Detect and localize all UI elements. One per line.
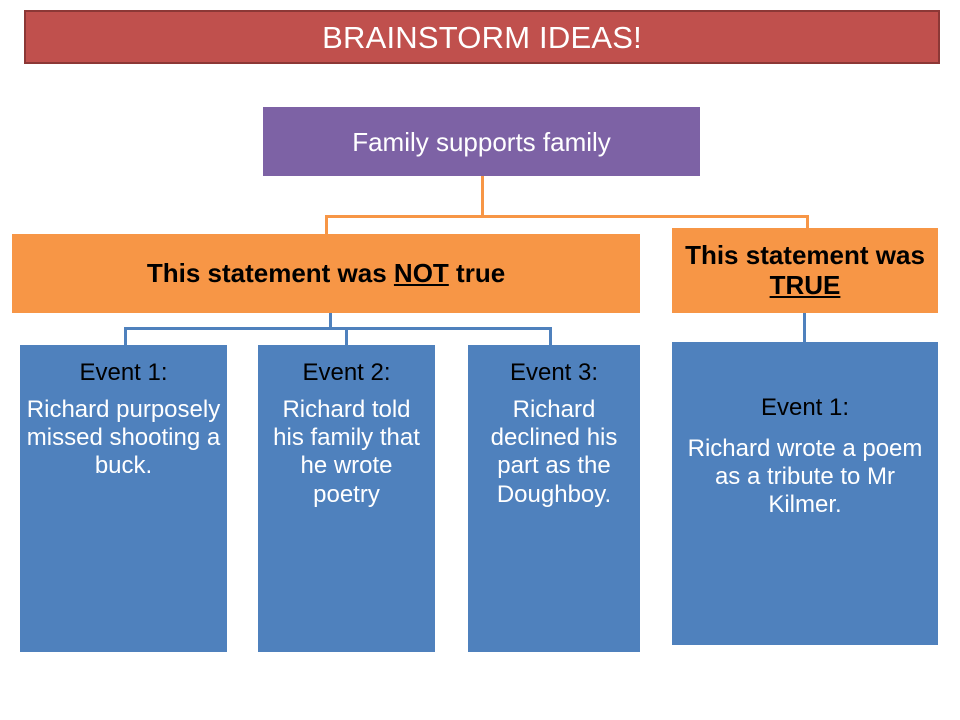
branch-text-emphasis: TRUE — [769, 269, 841, 300]
event-card-heading: Event 2: — [302, 359, 391, 386]
connector-root-bus — [325, 215, 809, 218]
connector-root-drop-right — [806, 215, 809, 235]
connector-branch-stem — [329, 313, 332, 329]
event-card-body: Richard declined his part as the Doughbo… — [490, 395, 618, 508]
branch-text-after: true — [448, 257, 506, 288]
branch-node-was-true[interactable]: This statement was TRUE — [672, 228, 938, 313]
branch-node-was-true-label: This statement was TRUE — [672, 241, 938, 299]
event-card-not-true-1[interactable]: Event 1: Richard purposely missed shooti… — [20, 345, 227, 652]
event-card-was-true-1[interactable]: Event 1: Richard wrote a poem as a tribu… — [672, 342, 938, 645]
branch-node-not-true[interactable]: This statement was NOT true — [12, 234, 640, 313]
root-node-label: Family supports family — [352, 126, 611, 157]
event-card-body: Richard told his family that he wrote po… — [273, 395, 420, 508]
connector-drop-true-event-1 — [803, 313, 806, 343]
branch-text-before: This statement was — [685, 240, 925, 271]
page-title: BRAINSTORM IDEAS! — [322, 19, 642, 55]
event-card-heading: Event 1: — [760, 394, 850, 421]
connector-root-drop-left — [325, 215, 328, 235]
root-node-family-supports-family[interactable]: Family supports family — [263, 107, 700, 176]
connector-root-stem — [481, 176, 484, 217]
slide-title-banner: BRAINSTORM IDEAS! — [24, 10, 940, 64]
branch-text-before: This statement was — [146, 257, 394, 288]
event-card-body: Richard wrote a poem as a tribute to Mr … — [687, 434, 923, 519]
event-card-not-true-2[interactable]: Event 2: Richard told his family that he… — [258, 345, 435, 652]
event-card-not-true-3[interactable]: Event 3: Richard declined his part as th… — [468, 345, 640, 652]
connector-drop-event-3 — [549, 327, 552, 346]
event-card-heading: Event 3: — [509, 359, 599, 386]
connector-drop-event-1 — [124, 327, 127, 346]
event-card-heading: Event 1: — [79, 359, 168, 386]
connector-branch-bus — [124, 327, 552, 330]
branch-node-not-true-label: This statement was NOT true — [139, 257, 513, 288]
branch-text-emphasis: NOT — [393, 257, 449, 288]
event-card-body: Richard purposely missed shooting a buck… — [26, 395, 221, 480]
connector-drop-event-2 — [345, 327, 348, 346]
